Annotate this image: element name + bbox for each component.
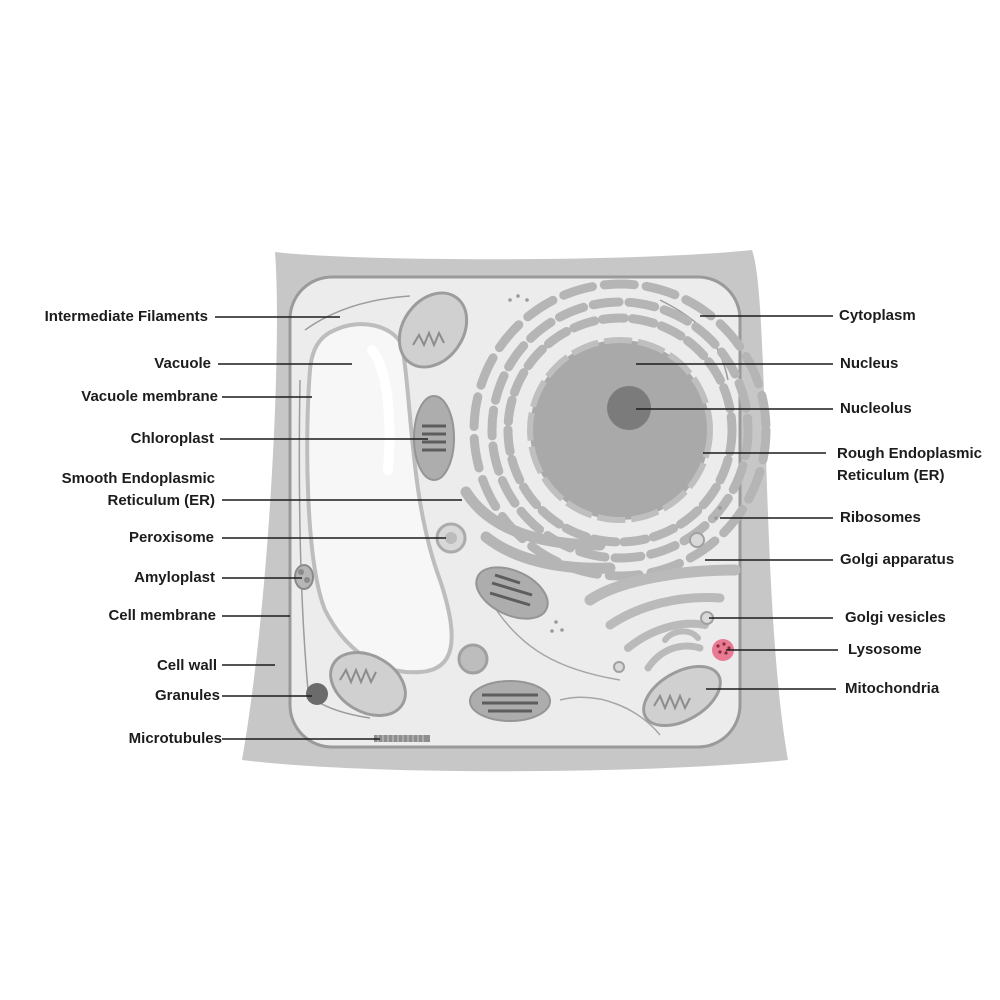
label-vacuole-membrane: Vacuole membrane bbox=[81, 388, 218, 405]
golgi-apparatus bbox=[584, 564, 741, 672]
vesicle bbox=[689, 532, 705, 548]
intermediate-filament-line bbox=[559, 696, 661, 736]
label-smooth-er: Smooth Endoplasmic Reticulum (ER) bbox=[62, 468, 215, 512]
label-cell-wall: Cell wall bbox=[156, 657, 217, 674]
label-intermediate-filaments: Intermediate Filaments bbox=[44, 308, 208, 325]
microtubule bbox=[374, 735, 430, 742]
vesicle bbox=[613, 661, 625, 673]
intermediate-filament-line bbox=[298, 379, 309, 691]
amyloplast bbox=[294, 564, 314, 590]
vacuole bbox=[305, 322, 454, 675]
intermediate-filament-line bbox=[489, 599, 621, 681]
nucleolus bbox=[607, 386, 651, 430]
label-ribosomes: Ribosomes bbox=[840, 509, 921, 526]
vesicle bbox=[457, 643, 489, 675]
label-rough-er-line1: Rough Endoplasmic bbox=[837, 445, 983, 462]
granule bbox=[306, 683, 328, 705]
label-vacuole: Vacuole bbox=[154, 355, 211, 372]
label-golgi-apparatus: Golgi apparatus bbox=[840, 551, 955, 568]
label-mitochondria: Mitochondria bbox=[845, 680, 940, 697]
vacuole-highlight bbox=[367, 345, 395, 475]
label-cytoplasm: Cytoplasm bbox=[839, 307, 916, 324]
label-nucleus: Nucleus bbox=[840, 355, 899, 372]
label-chloroplast: Chloroplast bbox=[130, 430, 214, 447]
label-rough-er: Rough Endoplasmic Reticulum (ER) bbox=[837, 443, 982, 487]
leader-lines-left bbox=[215, 316, 462, 740]
label-smooth-er-line1: Smooth Endoplasmic bbox=[61, 470, 215, 487]
leader-lines-right bbox=[636, 315, 838, 690]
label-lysosome: Lysosome bbox=[848, 641, 922, 658]
mitochondrion bbox=[329, 651, 407, 717]
lysosome-granules bbox=[716, 642, 731, 655]
chloroplast bbox=[413, 395, 455, 481]
chloroplast bbox=[469, 680, 551, 722]
label-amyloplast: Amyloplast bbox=[134, 569, 215, 586]
label-golgi-vesicles: Golgi vesicles bbox=[845, 609, 946, 626]
rough-er bbox=[469, 279, 771, 581]
intermediate-filament-line bbox=[304, 295, 411, 331]
ribosomes bbox=[508, 294, 722, 633]
label-peroxisome: Peroxisome bbox=[128, 529, 214, 546]
label-rough-er-line2: Reticulum (ER) bbox=[837, 467, 945, 484]
label-smooth-er-line2: Reticulum (ER) bbox=[107, 492, 215, 509]
label-nucleolus: Nucleolus bbox=[840, 400, 912, 417]
label-cell-membrane: Cell membrane bbox=[108, 607, 216, 624]
mitochondrion bbox=[397, 291, 469, 369]
mitochondrion bbox=[642, 664, 722, 728]
label-microtubules: Microtubules bbox=[128, 730, 222, 747]
chloroplast bbox=[475, 566, 549, 620]
smooth-er bbox=[460, 486, 616, 574]
peroxisome-core bbox=[445, 532, 457, 544]
nucleus bbox=[527, 337, 713, 523]
label-granules: Granules bbox=[154, 687, 220, 704]
